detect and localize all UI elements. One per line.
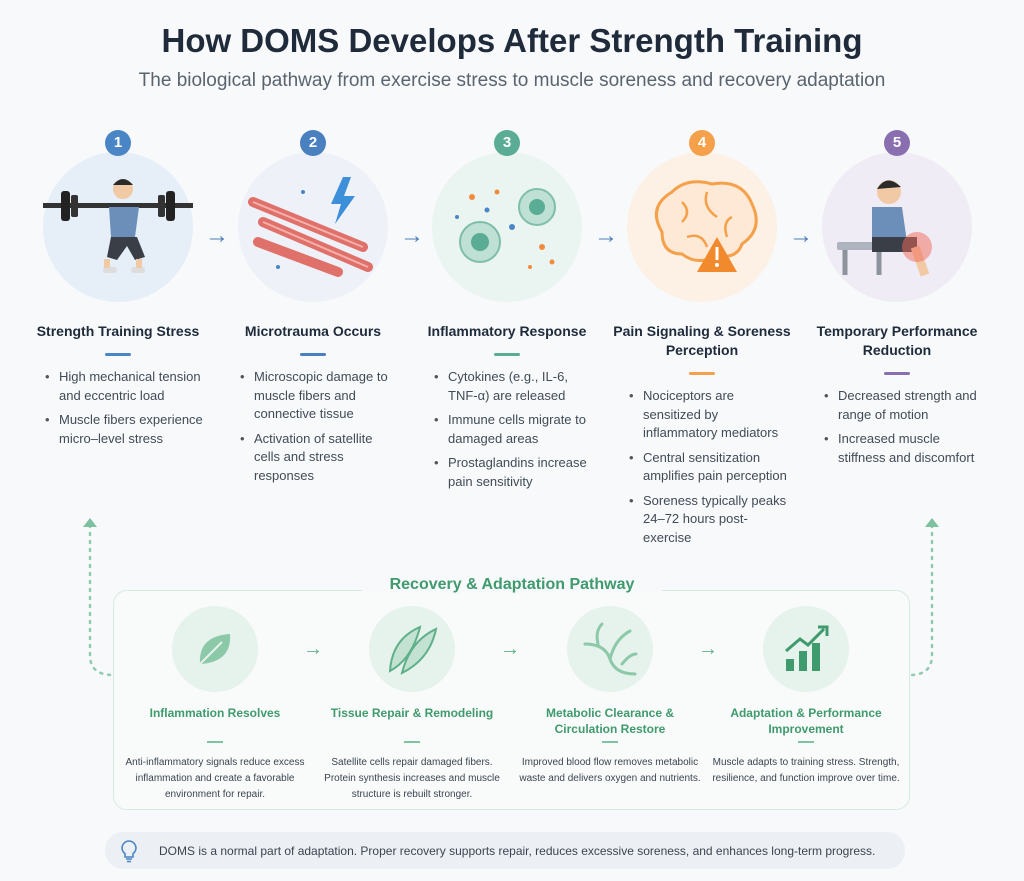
muscle-fibers-icon [369,606,455,692]
step-title: Pain Signaling & Soreness Perception [613,323,791,358]
step-title: Inflammatory Response [427,323,587,339]
bullet-item: Muscle fibers experience micro–level str… [45,411,207,448]
recovery-arrow-icon: → [698,638,718,660]
blood-vessels-icon [567,606,653,692]
growth-chart-icon [763,606,849,692]
page-subtitle: The biological pathway from exercise str… [138,70,886,91]
right-arrowhead [925,518,939,527]
bullet-item: Increased muscle stiffness and discomfor… [824,430,986,467]
title-underline [207,741,223,743]
recovery-title: Recovery & Adaptation Pathway [362,576,662,594]
brain-warning-icon [627,152,777,302]
immune-cells-icon [432,152,582,302]
title-underline [884,372,910,375]
recovery-step-desc: Satellite cells repair damaged fibers. P… [324,757,500,800]
title-underline [798,741,814,743]
left-dotted-arrow [88,523,115,677]
bullet-item: High mechanical tension and eccentric lo… [45,368,207,405]
lightbulb-icon [121,839,137,862]
title-underline [300,353,326,356]
step-3: 3 Inflammatory Response Cytokines (e.g.,… [412,130,602,497]
recovery-arrow-icon: → [303,638,323,660]
title-underline [105,353,131,356]
step-4: 4 Pain Signaling & Soreness Perception N… [607,130,797,553]
step-bullets: Decreased strength and range of motionIn… [802,387,992,467]
recovery-step: Tissue Repair & Remodeling Satellite cel… [317,606,507,803]
step-number-badge: 2 [300,130,326,156]
page-title: How DOMS Develops After Strength Trainin… [161,22,863,59]
recovery-step-desc: Improved blood flow removes metabolic wa… [519,757,701,784]
step-bullets: Nociceptors are sensitized by inflammato… [607,387,797,547]
leaf-icon [172,606,258,692]
step-bullets: Microscopic damage to muscle fibers and … [218,368,408,485]
title-underline [404,741,420,743]
title-underline [689,372,715,375]
bullet-item: Microscopic damage to muscle fibers and … [240,368,402,424]
step-bullets: Cytokines (e.g., IL-6, TNF-α) are releas… [412,368,602,491]
recovery-step-desc: Anti-inflammatory signals reduce excess … [125,757,305,800]
step-title: Microtrauma Occurs [244,323,382,339]
recovery-step-title: Adaptation & Performance Improvement [730,706,882,736]
flow-arrow-icon: → [789,222,813,249]
step-title: Temporary Performance Reduction [816,323,978,358]
step-5: 5 Temporary Performance Reduction Decrea… [802,130,992,473]
flow-arrow-icon: → [594,222,618,249]
recovery-step-title: Inflammation Resolves [149,706,281,720]
recovery-step-title: Metabolic Clearance & Circulation Restor… [545,706,675,736]
right-dotted-arrow [908,523,934,677]
step-number-badge: 5 [884,130,910,156]
recovery-step-title: Tissue Repair & Remodeling [330,706,494,720]
title-underline [602,741,618,743]
bullet-item: Nociceptors are sensitized by inflammato… [629,387,791,443]
step-1: 1 Strength Training Stress High mechanic… [23,130,213,454]
bullet-item: Immune cells migrate to damaged areas [434,411,596,448]
step-bullets: High mechanical tension and eccentric lo… [23,368,213,448]
recovery-step-desc: Muscle adapts to training stress. Streng… [712,757,900,784]
step-number-badge: 1 [105,130,131,156]
recovery-step: Metabolic Clearance & Circulation Restor… [515,606,705,787]
bullet-item: Soreness typically peaks 24–72 hours pos… [629,492,791,548]
footer-text: DOMS is a normal part of adaptation. Pro… [159,843,876,858]
step-number-badge: 4 [689,130,715,156]
muscle-fiber-lightning-icon [238,152,388,302]
recovery-step: Adaptation & Performance Improvement Mus… [711,606,901,787]
flow-arrow-icon: → [400,222,424,249]
recovery-arrow-icon: → [500,638,520,660]
left-arrowhead [83,518,97,527]
title-underline [494,353,520,356]
bullet-item: Prostaglandins increase pain sensitivity [434,454,596,491]
weightlifter-squat-icon [43,152,193,302]
bullet-item: Decreased strength and range of motion [824,387,986,424]
step-number-badge: 3 [494,130,520,156]
footer-note: DOMS is a normal part of adaptation. Pro… [105,832,905,869]
recovery-step: Inflammation Resolves Anti-inflammatory … [120,606,310,803]
bullet-item: Central sensitization amplifies pain per… [629,449,791,486]
bullet-item: Activation of satellite cells and stress… [240,430,402,486]
step-title: Strength Training Stress [36,323,200,339]
step-2: 2 Microtrauma Occurs Microscopic damage … [218,130,408,491]
sore-knee-person-icon [822,152,972,302]
bullet-item: Cytokines (e.g., IL-6, TNF-α) are releas… [434,368,596,405]
flow-arrow-icon: → [205,222,229,249]
